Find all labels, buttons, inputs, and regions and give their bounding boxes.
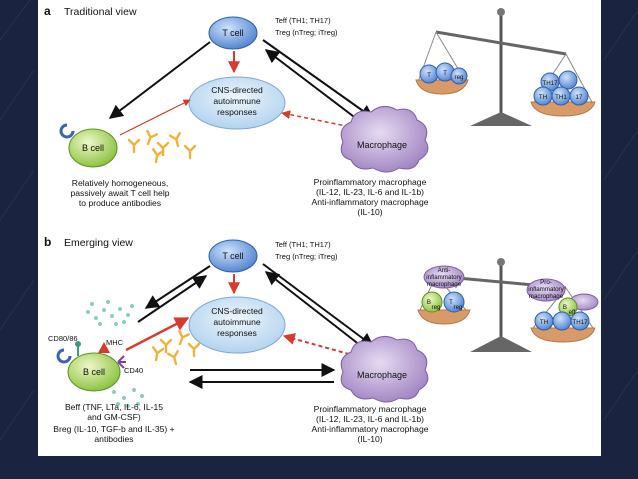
svg-text:TH17: TH17 [542,80,558,87]
panel-a-bcell-caption: Relatively homogeneous, passively await … [70,178,169,208]
panel-a-scale-right-cells: TH17 TH TH1 17 [533,70,589,106]
panel-a-cns-line2: autoimmune [213,96,261,106]
receptor-icon [59,123,75,139]
panel-b-cns: CNS-directed autoimmune responses [188,296,286,354]
panel-b-macrophage-label: Macrophage [357,370,407,380]
svg-text:B: B [427,299,431,306]
panel-a-bcell-label: B cell [82,143,104,153]
svg-text:inflammatory: inflammatory [426,274,462,281]
panel-b-arrow-b-to-cns [125,316,190,352]
panel-b-tcell: T cell [208,239,258,273]
panel-b-bcell-label: B cell [83,367,105,377]
panel-a-title: Traditional view [64,6,137,18]
svg-text:reg: reg [432,304,442,311]
panel-a-arrow-b-to-cns [119,99,191,136]
panel-b-cd80-label: CD80/86 [48,334,78,343]
panel-b-arrow-t-to-mac [262,263,375,347]
svg-text:to produce antibodies: to produce antibodies [79,198,161,208]
svg-text:Proinflammatory macrophage: Proinflammatory macrophage [314,177,427,187]
panel-b-scale: Anti- inflammatory macrophage B reg T re… [417,258,599,352]
panel-a-arrow-mac-to-cns [281,110,357,129]
svg-text:(IL-12, IL-23, IL-6 and IL-1b): (IL-12, IL-23, IL-6 and IL-1b) [316,414,424,424]
svg-text:T: T [443,70,447,77]
panel-b: b Emerging view T cell Teff (TH1; TH17) … [44,235,599,444]
panel-a: a Traditional view T cell Teff (TH1; TH1… [44,4,596,217]
svg-text:(IL-10): (IL-10) [357,207,382,217]
panel-a-macrophage: Macrophage [340,106,429,173]
svg-text:TH: TH [540,319,548,326]
svg-text:17: 17 [576,94,583,101]
panel-a-antibodies [127,129,197,165]
panel-b-bcell-caption: Beff (TNF, LTa, IL-6, IL-15 and GM-CSF) … [53,402,174,444]
panel-b-treg: Treg (nTreg; iTreg) [275,252,338,261]
panel-a-arrow-t-to-b [108,41,211,119]
panel-a-cns-line1: CNS-directed [211,85,263,95]
svg-text:B: B [563,304,567,311]
panel-a-treg: Treg (nTreg; iTreg) [275,28,338,37]
panel-b-macrophage: Macrophage [340,336,429,403]
receptor-icon [56,348,72,364]
panel-b-arrow-mac-to-t [264,271,375,357]
panel-b-arrow-t-to-b [144,265,211,309]
svg-text:TH: TH [539,94,547,101]
svg-text:TH1: TH1 [555,94,567,101]
svg-text:passively await T cell help: passively await T cell help [70,188,169,198]
svg-text:Anti-inflammatory macrophage: Anti-inflammatory macrophage [311,424,428,434]
panel-a-teff: Teff (TH1; TH17) [275,16,331,25]
panel-a-scale: T T reg TH17 TH TH1 17 [415,8,596,126]
svg-text:Relatively homogeneous,: Relatively homogeneous, [72,178,169,188]
panel-b-teff: Teff (TH1; TH17) [275,240,331,249]
panel-a-bcell: B cell [59,123,118,168]
svg-text:macrophage: macrophage [529,293,564,300]
svg-text:Anti-inflammatory macrophage: Anti-inflammatory macrophage [311,197,428,207]
svg-text:and GM-CSF): and GM-CSF) [87,412,141,422]
figure-panel: a Traditional view T cell Teff (TH1; TH1… [38,0,601,456]
panel-b-arrow-b-to-t [137,275,208,323]
panel-b-cytokines-top [86,300,134,326]
svg-text:reg: reg [455,74,465,81]
svg-text:eff: eff [569,309,576,316]
panel-b-cns-line1: CNS-directed [211,306,263,316]
panel-a-tcell-label: T cell [222,28,243,38]
panel-b-tcell-label: T cell [222,251,243,261]
mhc-icon [98,342,110,353]
panel-a-tcell: T cell [208,16,258,50]
panel-b-scale-right-cells: Pro- inflammatory macrophage B eff TH TH… [526,278,599,331]
svg-text:reg: reg [454,304,464,311]
svg-text:antibodies: antibodies [94,434,133,444]
svg-text:inflammatory: inflammatory [528,286,564,293]
svg-text:TH17: TH17 [572,319,588,326]
svg-text:T: T [427,72,431,79]
svg-text:Proinflammatory macrophage: Proinflammatory macrophage [314,404,427,414]
panel-b-scale-left-cells: Anti- inflammatory macrophage B reg T re… [421,265,465,313]
panel-b-cns-line2: autoimmune [213,317,261,327]
panel-b-antibodies [149,329,201,367]
panel-b-bcell: B cell [56,341,126,392]
panel-b-cd40-label: CD40 [124,366,143,375]
panel-a-cns: CNS-directed autoimmune responses [188,76,286,130]
panel-a-scale-left-cells: T T reg [419,62,468,85]
svg-text:macrophage: macrophage [427,281,462,288]
svg-text:T: T [449,299,453,306]
panel-a-letter: a [44,4,51,18]
panel-a-macrophage-label: Macrophage [357,140,407,150]
panel-a-arrow-t-to-mac [262,39,375,119]
panel-b-arrow-mac-to-cns [282,333,357,357]
panel-b-letter: b [44,235,51,249]
svg-text:Breg (IL-10, TGF-b and IL-35): Breg (IL-10, TGF-b and IL-35) + [53,424,174,434]
panel-a-cns-line3: responses [217,107,257,117]
panel-b-cytokines-bottom [112,388,144,408]
panel-b-cns-line3: responses [217,328,257,338]
svg-text:Anti-: Anti- [438,267,451,274]
panel-b-mac-caption: Proinflammatory macrophage (IL-12, IL-23… [311,404,428,444]
svg-text:(IL-12, IL-23, IL-6 and IL-1b): (IL-12, IL-23, IL-6 and IL-1b) [316,187,424,197]
svg-text:(IL-10): (IL-10) [357,434,382,444]
panel-b-mhc-label: MHC [106,338,124,347]
cd40-icon [117,355,126,369]
panel-a-mac-caption: Proinflammatory macrophage (IL-12, IL-23… [311,177,428,217]
panel-b-title: Emerging view [64,237,133,249]
svg-text:Pro-: Pro- [540,279,552,286]
svg-text:Beff (TNF, LTa, IL-6, IL-15: Beff (TNF, LTa, IL-6, IL-15 [65,402,163,412]
